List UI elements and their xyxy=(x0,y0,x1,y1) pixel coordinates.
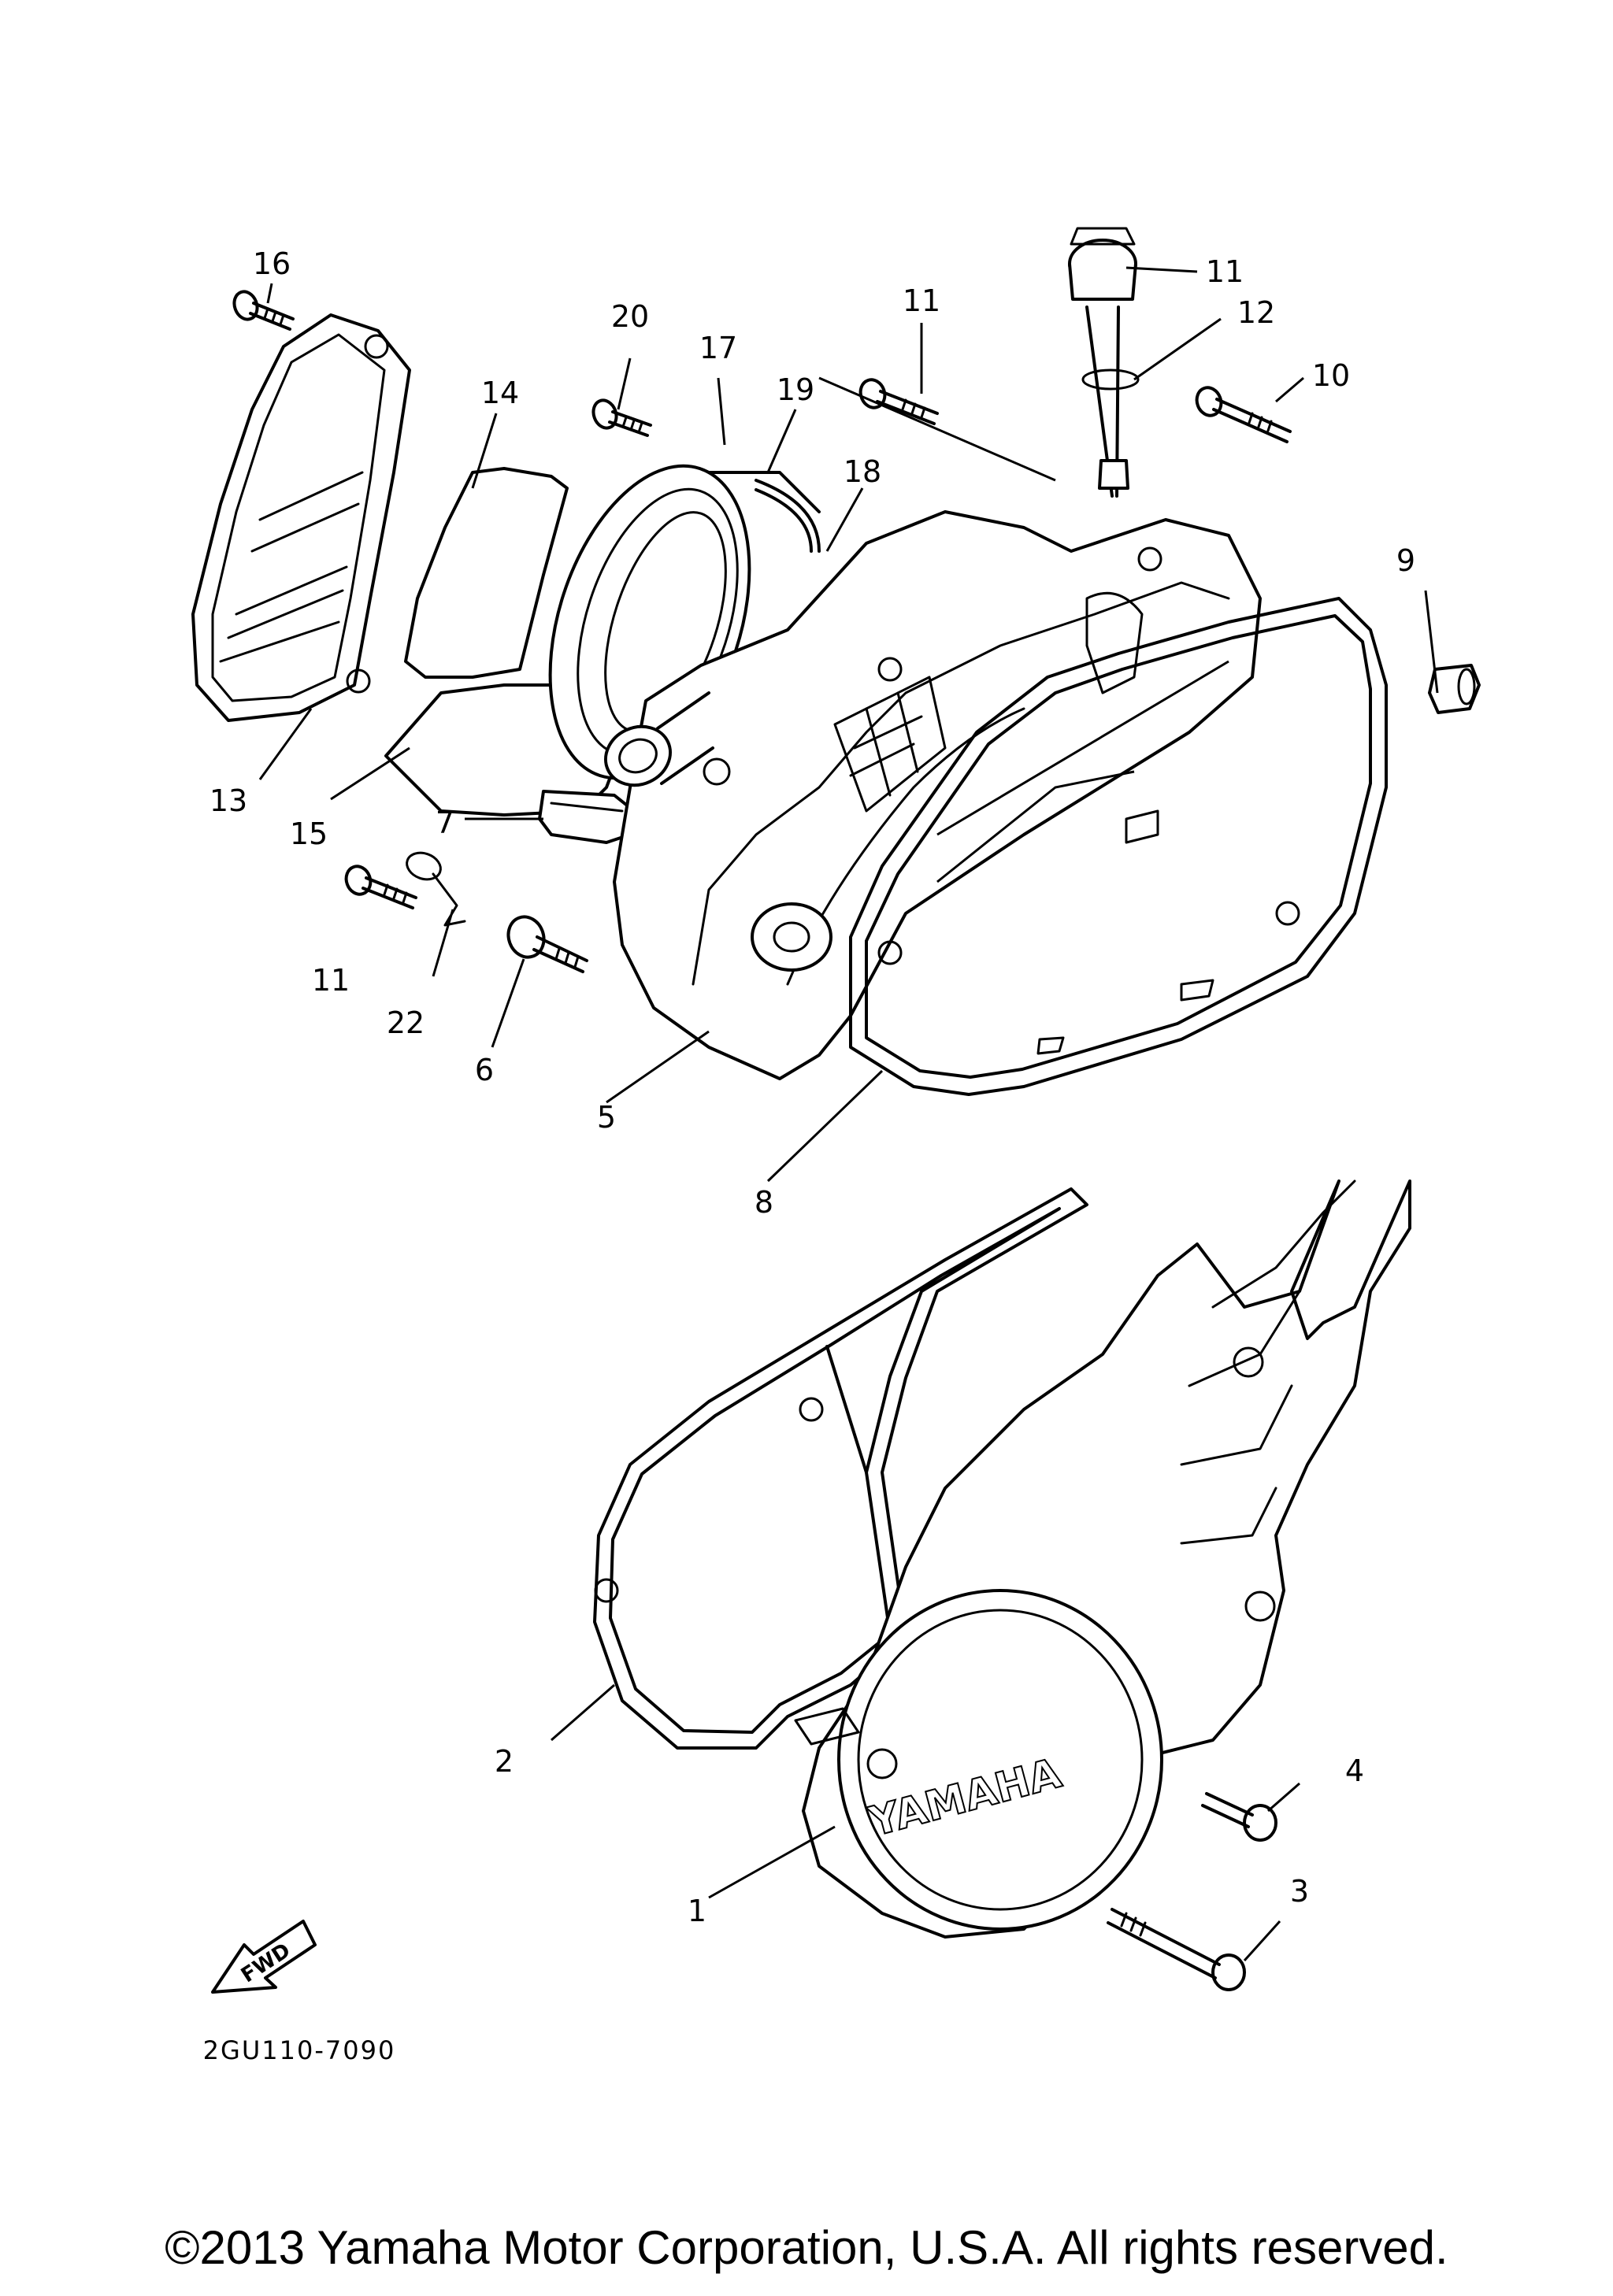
part-21-bolt xyxy=(591,398,652,437)
leader-lines xyxy=(258,266,1439,1962)
part-20-oring xyxy=(755,479,821,553)
part-label-5: 5 xyxy=(597,1100,616,1135)
part-label-9: 9 xyxy=(1396,543,1415,578)
part-11-bolt-left xyxy=(344,865,417,909)
part-2-gasket xyxy=(593,1187,1088,1750)
part-label-20: 19 xyxy=(777,372,814,407)
part-label-22: 22 xyxy=(387,1005,425,1040)
part-22-clip xyxy=(406,851,466,927)
part-number-labels: 16 20 17 14 19 18 11 11 12 10 9 13 15 7 … xyxy=(210,246,1415,1928)
part-label-11-top: 11 xyxy=(903,283,940,318)
part-label-8: 8 xyxy=(755,1185,773,1220)
part-15-gasket xyxy=(404,467,569,679)
part-14-cover-plate xyxy=(191,313,411,722)
part-label-15: 14 xyxy=(481,376,519,410)
part-7-seal xyxy=(538,790,636,844)
part-label-19: 18 xyxy=(844,454,881,489)
part-label-6: 6 xyxy=(475,1053,494,1087)
part-8-gasket xyxy=(849,597,1388,1096)
part-5-crankcase-cover xyxy=(604,510,1262,1080)
part-label-12: 11 xyxy=(1206,254,1244,289)
part-10-bolt xyxy=(1195,386,1292,443)
part-label-1: 1 xyxy=(688,1894,706,1928)
part-label-10: 10 xyxy=(1312,358,1350,393)
diagram-code: 2GU110-7090 xyxy=(203,2035,396,2065)
part-label-17: 16 xyxy=(253,246,291,281)
part-label-2: 2 xyxy=(495,1744,514,1779)
copyright-notice: ©2013 Yamaha Motor Corporation, U.S.A. A… xyxy=(165,2221,1448,2274)
part-6-bolt xyxy=(506,915,588,973)
part-label-18: 17 xyxy=(699,331,737,365)
part-17-bolt xyxy=(232,290,295,331)
part-13-oring xyxy=(1081,368,1140,391)
part-11-bolt-top xyxy=(858,378,939,425)
fwd-arrow-icon: FWD xyxy=(211,1920,317,1994)
part-label-13: 12 xyxy=(1237,295,1275,330)
part-label-14: 13 xyxy=(210,783,247,818)
part-label-16: 15 xyxy=(290,817,328,851)
part-label-7: 7 xyxy=(436,805,454,840)
part-1-crankcase-cover: YAMAHA xyxy=(794,1179,1411,1939)
part-label-21: 20 xyxy=(611,299,649,334)
part-3-bolt xyxy=(1107,1908,1246,1991)
part-9-plug xyxy=(1428,664,1481,714)
part-label-3: 3 xyxy=(1290,1874,1309,1909)
part-4-bolt xyxy=(1201,1792,1277,1842)
part-dipstick-tip xyxy=(1098,459,1129,490)
part-label-11-left: 11 xyxy=(312,963,350,998)
part-label-4: 4 xyxy=(1345,1753,1364,1788)
part-12-oil-filler-cap xyxy=(1068,227,1137,498)
